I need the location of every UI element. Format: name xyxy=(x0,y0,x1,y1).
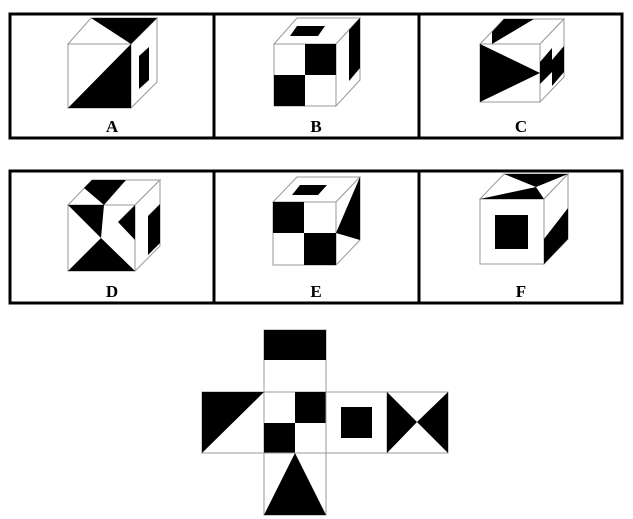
cube-a xyxy=(66,16,159,110)
net-face-far-right xyxy=(386,391,449,454)
option-c-label: C xyxy=(515,117,527,136)
option-b-label: B xyxy=(310,117,321,136)
cube-f xyxy=(478,172,570,266)
option-a[interactable]: A xyxy=(66,16,159,136)
option-b[interactable]: B xyxy=(272,16,362,136)
cube-b xyxy=(272,16,362,108)
option-f[interactable]: F xyxy=(478,172,570,301)
net-face-top xyxy=(263,329,327,393)
option-d-label: D xyxy=(106,282,118,301)
cube-c xyxy=(478,17,566,104)
net-face-left xyxy=(201,391,265,454)
option-e-label: E xyxy=(310,282,321,301)
cube-net xyxy=(201,329,449,516)
cube-e xyxy=(271,175,362,267)
net-face-bottom xyxy=(263,452,327,516)
option-e[interactable]: E xyxy=(271,175,362,301)
option-a-label: A xyxy=(106,117,119,136)
cube-d xyxy=(66,178,162,273)
net-face-right xyxy=(325,391,388,454)
net-face-center xyxy=(263,391,327,454)
option-f-label: F xyxy=(516,282,526,301)
option-d[interactable]: D xyxy=(66,178,162,301)
option-c[interactable]: C xyxy=(478,17,566,136)
